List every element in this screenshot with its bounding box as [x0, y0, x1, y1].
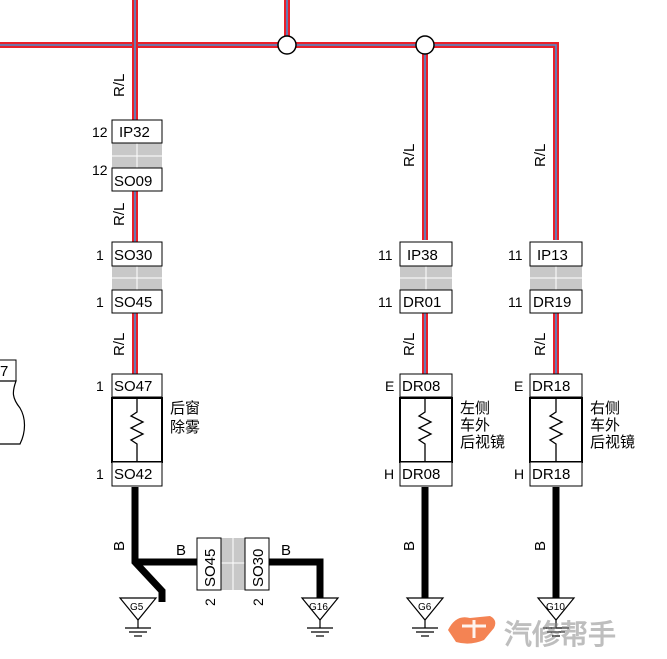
pin-label: 11	[508, 247, 523, 263]
connector-label-so42: SO42	[114, 466, 152, 483]
partial-connector-label: 7	[0, 363, 8, 380]
connector-label-dr08: DR08	[402, 378, 440, 395]
connector-label-dr19: DR19	[533, 294, 571, 311]
component-label: 车外	[460, 416, 490, 434]
connector-ip38-dr01: 11 IP38 11 DR01	[378, 241, 453, 314]
pin-label: 11	[508, 294, 523, 310]
pin-label: 2	[250, 598, 266, 606]
pin-label: E	[385, 378, 394, 394]
ground-label-g5: G5	[130, 602, 144, 613]
component-label: 左侧	[460, 399, 490, 417]
wire-label-b: B	[401, 541, 418, 551]
pin-label: H	[514, 466, 524, 482]
wire-label-rl: R/L	[532, 144, 549, 167]
splice-point-1	[277, 35, 297, 55]
connector-label-so47: SO47	[114, 378, 152, 395]
connector-label-dr18: DR18	[532, 466, 570, 483]
right-mirror-heater: E DR18 H DR18 右侧 车外 后视镜	[514, 373, 635, 487]
pin-label: H	[384, 466, 394, 482]
splice-point-2	[415, 35, 435, 55]
pin-label: 1	[96, 294, 104, 310]
connector-label-so30: SO30	[250, 549, 267, 587]
ground-g16: G16	[300, 597, 340, 637]
connector-label-so30: SO30	[114, 247, 152, 264]
pin-label: 11	[378, 247, 393, 263]
component-label: 后视镜	[590, 433, 635, 451]
wire-labels: R/L R/L R/L R/L R/L R/L R/L B B B B B	[111, 74, 549, 559]
ground-g6: G6	[405, 597, 445, 637]
watermark-logo-icon	[448, 616, 496, 644]
connector-so30-so45: 1 SO30 1 SO45	[96, 241, 163, 314]
wire-label-rl: R/L	[111, 203, 128, 226]
pin-label: 1	[96, 466, 104, 482]
connector-label-ip32: IP32	[119, 124, 150, 141]
connector-ip32-so09: 12 IP32 12 SO09	[92, 119, 163, 192]
wire-label-b: B	[176, 542, 186, 559]
pin-label: E	[514, 378, 523, 394]
connector-label-ip38: IP38	[407, 247, 438, 264]
resistor-symbol	[417, 398, 433, 462]
watermark-text: 汽修帮手	[504, 618, 616, 651]
component-label: 右侧	[590, 399, 620, 417]
connector-ip13-dr19: 11 IP13 11 DR19	[508, 241, 583, 314]
connector-label-dr01: DR01	[403, 294, 441, 311]
connector-label-so09: SO09	[114, 173, 152, 190]
component-label: 后视镜	[460, 433, 505, 451]
pin-label: 11	[378, 294, 393, 310]
component-label: 除雾	[170, 418, 200, 436]
component-label: 后窗	[170, 399, 200, 417]
connector-label-so45: SO45	[114, 294, 152, 311]
rl-wires	[0, 0, 559, 374]
connector-label-ip13: IP13	[537, 247, 568, 264]
wire-label-b: B	[281, 542, 291, 559]
pin-label: 12	[92, 124, 108, 140]
left-mirror-heater: E DR08 H DR08 左侧 车外 后视镜	[384, 373, 505, 487]
component-label: 车外	[590, 416, 620, 434]
wire-label-rl: R/L	[401, 333, 418, 356]
resistor-symbol	[548, 398, 564, 462]
wire-label-b: B	[111, 541, 128, 551]
ground-label-g10: G10	[546, 602, 565, 613]
b-wires	[131, 487, 560, 602]
wire-label-rl: R/L	[401, 144, 418, 167]
wire-label-b: B	[532, 541, 549, 551]
connector-so45-so30-bottom: SO45 SO30 2 2	[196, 537, 270, 606]
watermark: 汽修帮手	[448, 616, 616, 651]
connector-label-so45: SO45	[202, 549, 219, 587]
ground-g10: G10	[536, 597, 576, 637]
connector-label-dr08: DR08	[402, 466, 440, 483]
ground-label-g6: G6	[418, 602, 432, 613]
rear-defogger: 1 SO47 1 SO42 后窗 除雾	[96, 373, 200, 487]
wire-label-rl: R/L	[111, 333, 128, 356]
wire-label-rl: R/L	[111, 74, 128, 97]
pin-label: 12	[92, 162, 108, 178]
wire-label-rl: R/L	[532, 333, 549, 356]
pin-label: 1	[96, 378, 104, 394]
partial-connector-left: 7	[0, 359, 26, 445]
pin-label: 1	[96, 247, 104, 263]
connector-label-dr18: DR18	[532, 378, 570, 395]
ground-g5: G5	[118, 597, 158, 637]
rl-wire-bus	[0, 42, 559, 240]
resistor-symbol	[129, 398, 145, 462]
pin-label: 2	[202, 598, 218, 606]
ground-label-g16: G16	[309, 602, 328, 613]
